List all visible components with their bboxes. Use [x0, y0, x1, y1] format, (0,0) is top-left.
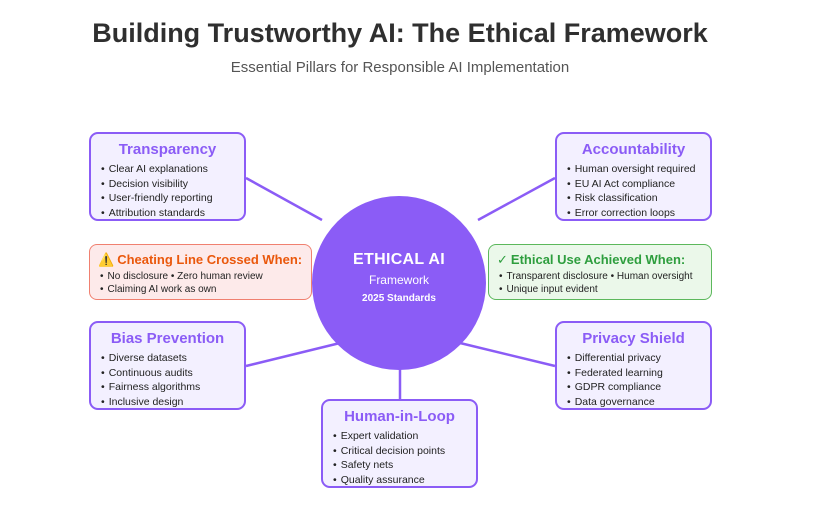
- hub-year-label: 2025 Standards: [362, 293, 436, 304]
- pillar-title: Human-in-Loop: [344, 408, 455, 425]
- ethical-list: Transparent disclosure • Human oversight…: [497, 271, 703, 296]
- cheating-callout-title: ⚠️Cheating Line Crossed When:: [98, 252, 303, 268]
- list-item: Expert validation: [333, 429, 476, 444]
- list-item: Diverse datasets: [101, 351, 244, 366]
- hub-title: ETHICAL AI: [353, 251, 445, 268]
- list-item: GDPR compliance: [567, 380, 710, 395]
- pillar-list: Differential privacy Federated learning …: [557, 351, 710, 409]
- pillar-title: Accountability: [581, 141, 686, 158]
- ethical-title-text: Ethical Use Achieved When:: [510, 252, 686, 267]
- pillar-human-in-loop: Human-in-Loop Expert validation Critical…: [321, 399, 478, 488]
- ethical-callout: ✓Ethical Use Achieved When: Transparent …: [488, 244, 712, 300]
- connector-accountability: [477, 176, 556, 222]
- list-item: Human oversight required: [567, 162, 710, 177]
- cheating-title-text: Cheating Line Crossed When:: [117, 252, 303, 267]
- list-item: No disclosure • Zero human review: [100, 271, 303, 284]
- list-item: Safety nets: [333, 458, 476, 473]
- pillar-title: Privacy Shield: [582, 330, 685, 347]
- central-hub: ETHICAL AI Framework 2025 Standards: [312, 196, 486, 370]
- connector-transparency: [245, 176, 323, 222]
- cheating-callout: ⚠️Cheating Line Crossed When: No disclos…: [89, 244, 312, 300]
- list-item: User-friendly reporting: [101, 191, 244, 206]
- list-item: Continuous audits: [101, 366, 244, 381]
- connector-privacy-shield: [459, 341, 556, 368]
- list-item: Data governance: [567, 395, 710, 410]
- list-item: Critical decision points: [333, 444, 476, 459]
- list-item: Error correction loops: [567, 206, 710, 221]
- pillar-title: Bias Prevention: [110, 330, 225, 347]
- connector-bias-prevention: [245, 341, 341, 368]
- pillar-transparency: Transparency Clear AI explanations Decis…: [89, 132, 246, 221]
- page-title: Building Trustworthy AI: The Ethical Fra…: [92, 18, 708, 48]
- hub-subtitle: Framework: [368, 273, 429, 287]
- warning-icon: ⚠️: [98, 252, 115, 267]
- cheating-list: No disclosure • Zero human review Claimi…: [98, 271, 303, 296]
- list-item: Risk classification: [567, 191, 710, 206]
- page-subtitle: Essential Pillars for Responsible AI Imp…: [230, 59, 570, 76]
- pillar-list: Clear AI explanations Decision visibilit…: [91, 162, 244, 220]
- pillar-list: Human oversight required EU AI Act compl…: [557, 162, 710, 220]
- list-item: Fairness algorithms: [101, 380, 244, 395]
- list-item: Quality assurance: [333, 473, 476, 488]
- list-item: Claiming AI work as own: [100, 284, 303, 297]
- pillar-accountability: Accountability Human oversight required …: [555, 132, 712, 221]
- list-item: Clear AI explanations: [101, 162, 244, 177]
- list-item: Differential privacy: [567, 351, 710, 366]
- list-item: Federated learning: [567, 366, 710, 381]
- pillar-list: Expert validation Critical decision poin…: [323, 429, 476, 487]
- pillar-bias-prevention: Bias Prevention Diverse datasets Continu…: [89, 321, 246, 410]
- checkmark-icon: ✓: [497, 252, 508, 267]
- pillar-title: Transparency: [118, 141, 217, 158]
- list-item: Attribution standards: [101, 206, 244, 221]
- pillar-list: Diverse datasets Continuous audits Fairn…: [91, 351, 244, 409]
- list-item: Decision visibility: [101, 177, 244, 192]
- ethical-callout-title: ✓Ethical Use Achieved When:: [497, 252, 703, 268]
- list-item: EU AI Act compliance: [567, 177, 710, 192]
- list-item: Inclusive design: [101, 395, 244, 410]
- list-item: Transparent disclosure • Human oversight: [499, 271, 703, 284]
- pillar-privacy-shield: Privacy Shield Differential privacy Fede…: [555, 321, 712, 410]
- list-item: Unique input evident: [499, 284, 703, 297]
